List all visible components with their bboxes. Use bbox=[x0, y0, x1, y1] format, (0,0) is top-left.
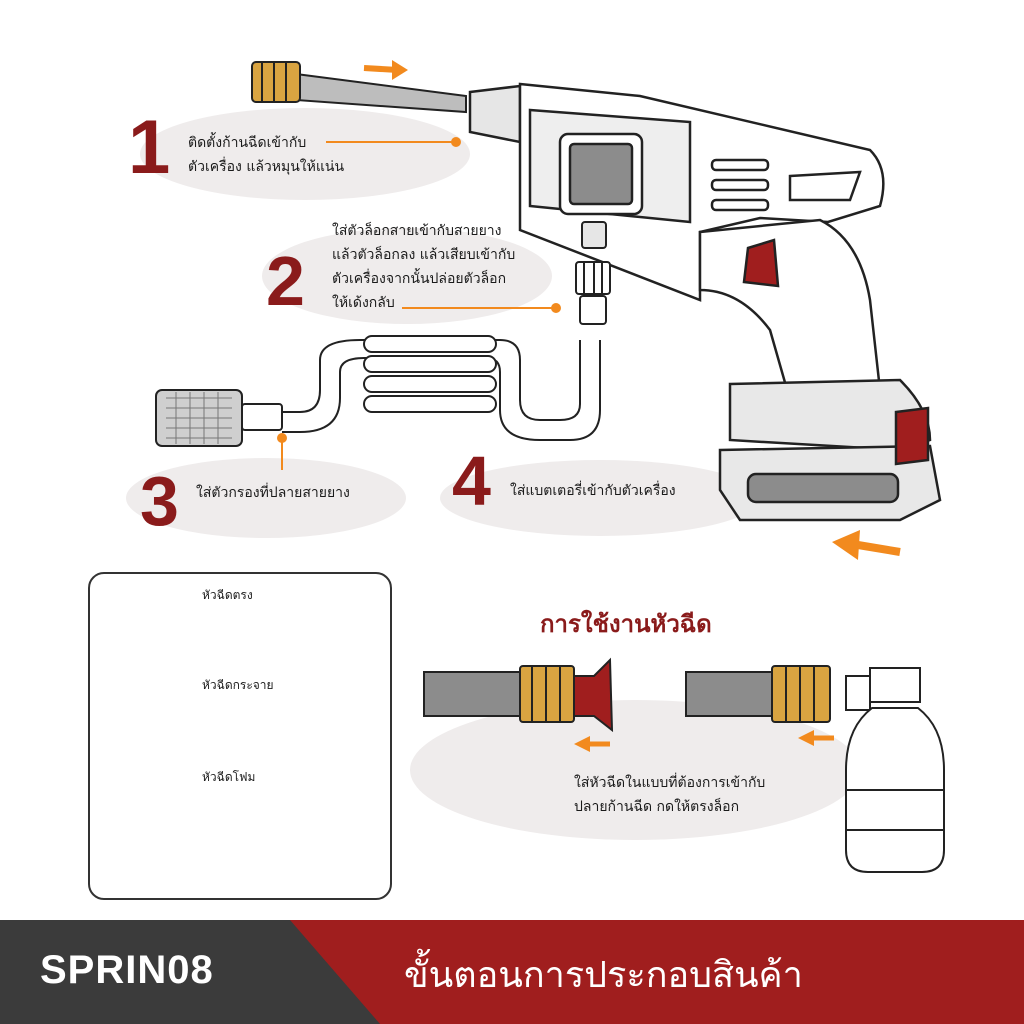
product-code: SPRIN08 bbox=[40, 948, 214, 992]
step-1-line-2: ตัวเครื่อง แล้วหมุนให้แน่น bbox=[188, 159, 345, 175]
step-4-line-1: ใส่แบตเตอรี่เข้ากับตัวเครื่อง bbox=[510, 483, 676, 499]
hose-icon bbox=[282, 335, 601, 441]
nozzle-spray-label: หัวฉีดกระจาย bbox=[202, 678, 274, 692]
footer-accent bbox=[290, 920, 1024, 1024]
arrow-right-icon bbox=[363, 60, 408, 80]
footer-title: ขั้นตอนการประกอบสินค้า bbox=[404, 955, 803, 996]
wand-with-foam-icon bbox=[685, 665, 945, 873]
usage-line-2: ปลายก้านฉีด กดให้ตรงล็อก bbox=[574, 799, 740, 815]
step-number-4: 4 bbox=[452, 442, 491, 520]
step-number-3: 3 bbox=[140, 462, 179, 540]
step-3-line-1: ใส่ตัวกรองที่ปลายสายยาง bbox=[196, 485, 350, 501]
step-2-line-4: ให้เด้งกลับ bbox=[332, 295, 395, 311]
step-1-line-1: ติดตั้งก้านฉีดเข้ากับ bbox=[188, 135, 307, 151]
usage-line-1: ใส่หัวฉีดในแบบที่ต้องการเข้ากับ bbox=[574, 775, 766, 791]
leader-lines bbox=[277, 137, 561, 470]
step3-backdrop bbox=[126, 458, 406, 538]
step-2-line-1: ใส่ตัวล็อกสายเข้ากับสายยาง bbox=[332, 223, 502, 239]
nozzle-straight-label: หัวฉีดตรง bbox=[202, 588, 253, 602]
wand-icon bbox=[251, 61, 467, 114]
arrow-left-icon bbox=[832, 530, 901, 560]
step4-backdrop bbox=[440, 460, 760, 536]
hose-connector-icon bbox=[575, 221, 611, 325]
filter-icon bbox=[155, 389, 283, 447]
usage-backdrop bbox=[410, 700, 860, 840]
step-2-line-2: แล้วตัวล็อกลง แล้วเสียบเข้ากับ bbox=[332, 247, 516, 263]
nozzle-types-panel bbox=[88, 572, 392, 900]
nozzle-foam-label: หัวฉีดโฟม bbox=[202, 770, 256, 784]
step-2-line-3: ตัวเครื่องจากนั้นปล่อยตัวล็อก bbox=[332, 271, 507, 287]
arrow-left-icon bbox=[574, 736, 610, 752]
step1-backdrop bbox=[140, 108, 470, 200]
step-number-1: 1 bbox=[128, 105, 171, 190]
wand-with-nozzle-icon bbox=[423, 657, 614, 733]
pressure-washer-gun-icon bbox=[468, 82, 942, 522]
usage-title: การใช้งานหัวฉีด bbox=[540, 610, 712, 638]
arrow-left-icon bbox=[798, 730, 834, 746]
step-number-2: 2 bbox=[266, 242, 305, 320]
